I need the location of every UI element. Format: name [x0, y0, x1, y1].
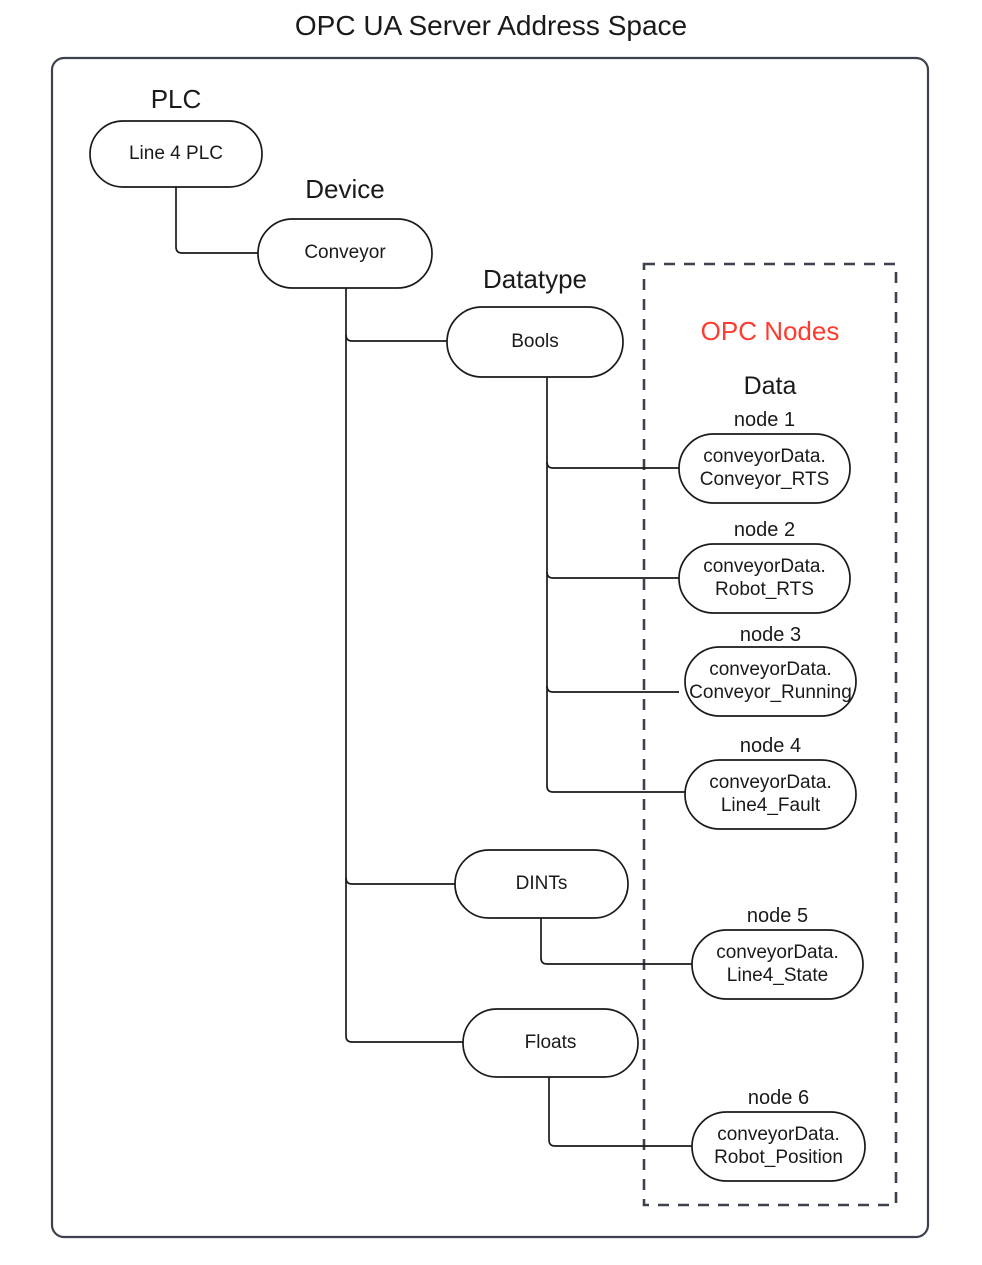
page-title: OPC UA Server Address Space: [294, 10, 688, 41]
node-shape-opc-node-6[interactable]: [691, 1111, 866, 1182]
opc-node-5-line2: Line4_State: [726, 964, 829, 986]
node-shape-opc-node-5[interactable]: [691, 929, 864, 1000]
caption-datatype: Datatype: [482, 264, 588, 294]
opc-node-5-label: conveyorData. Line4_State: [692, 930, 863, 999]
node-label-bools: Bools: [511, 330, 559, 352]
connector-conveyor-to-bools: [345, 334, 447, 342]
opc-node-2-label: conveyorData. Robot_RTS: [679, 544, 850, 613]
connector-dints-to-node-5: [540, 918, 693, 965]
connector-conveyor-to-floats: [345, 1035, 463, 1043]
node-shape-opc-node-3[interactable]: [684, 646, 857, 717]
connector-conveyor-to-dints: [345, 877, 455, 885]
node-shape-opc-node-2[interactable]: [678, 543, 851, 614]
node-shape-plc[interactable]: [89, 120, 263, 188]
opc-node-4-label: conveyorData. Line4_Fault: [685, 760, 856, 829]
opc-node-3-line1: conveyorData.: [709, 659, 832, 681]
opc-node-6-line2: Robot_Position: [714, 1146, 843, 1168]
opc-node-3-label: conveyorData. Conveyor_Running: [665, 647, 876, 716]
node-label-plc: Line 4 PLC: [128, 142, 223, 164]
connector-bools-to-node-4: [546, 785, 685, 793]
caption-opc-nodes: OPC Nodes: [700, 316, 840, 346]
opc-node-6-line1: conveyorData.: [717, 1124, 840, 1146]
node-shape-dints[interactable]: [454, 849, 629, 919]
caption-device: Device: [305, 174, 385, 204]
caption-plc: PLC: [150, 84, 202, 114]
node-label-floats: Floats: [524, 1031, 577, 1053]
opc-node-4-line2: Line4_Fault: [720, 794, 821, 816]
node-shape-bools[interactable]: [446, 306, 624, 378]
connector-bools-to-node-2: [546, 571, 679, 579]
connector-plc-to-conveyor: [175, 186, 258, 254]
opc-node-1-label: conveyorData. Conveyor_RTS: [679, 434, 850, 503]
opc-node-2-line1: conveyorData.: [703, 556, 826, 578]
opc-node-3-line2: Conveyor_Running: [689, 681, 852, 703]
node-shape-device[interactable]: [257, 218, 433, 289]
node-shape-floats[interactable]: [462, 1008, 639, 1078]
node-shape-opc-node-1[interactable]: [678, 433, 851, 504]
opc-node-1-line1: conveyorData.: [703, 446, 826, 468]
node-label-dints: DINTs: [515, 872, 568, 894]
caption-data: Data: [743, 372, 797, 400]
connector-floats-to-node-6: [548, 1077, 693, 1147]
opc-node-4-line1: conveyorData.: [709, 772, 832, 794]
node-label-device: Conveyor: [304, 242, 386, 264]
node-shape-opc-node-4[interactable]: [684, 759, 857, 830]
opc-node-5-line1: conveyorData.: [716, 942, 839, 964]
opc-nodes-group-boundary: [642, 262, 898, 1207]
opc-node-2-line2: Robot_RTS: [715, 578, 814, 600]
opc-node-1-line2: Conveyor_RTS: [699, 468, 830, 490]
opc-node-6-label: conveyorData. Robot_Position: [686, 1112, 871, 1181]
connector-bools-to-node-1: [546, 461, 679, 469]
connector-bools-to-node-3: [546, 685, 679, 693]
